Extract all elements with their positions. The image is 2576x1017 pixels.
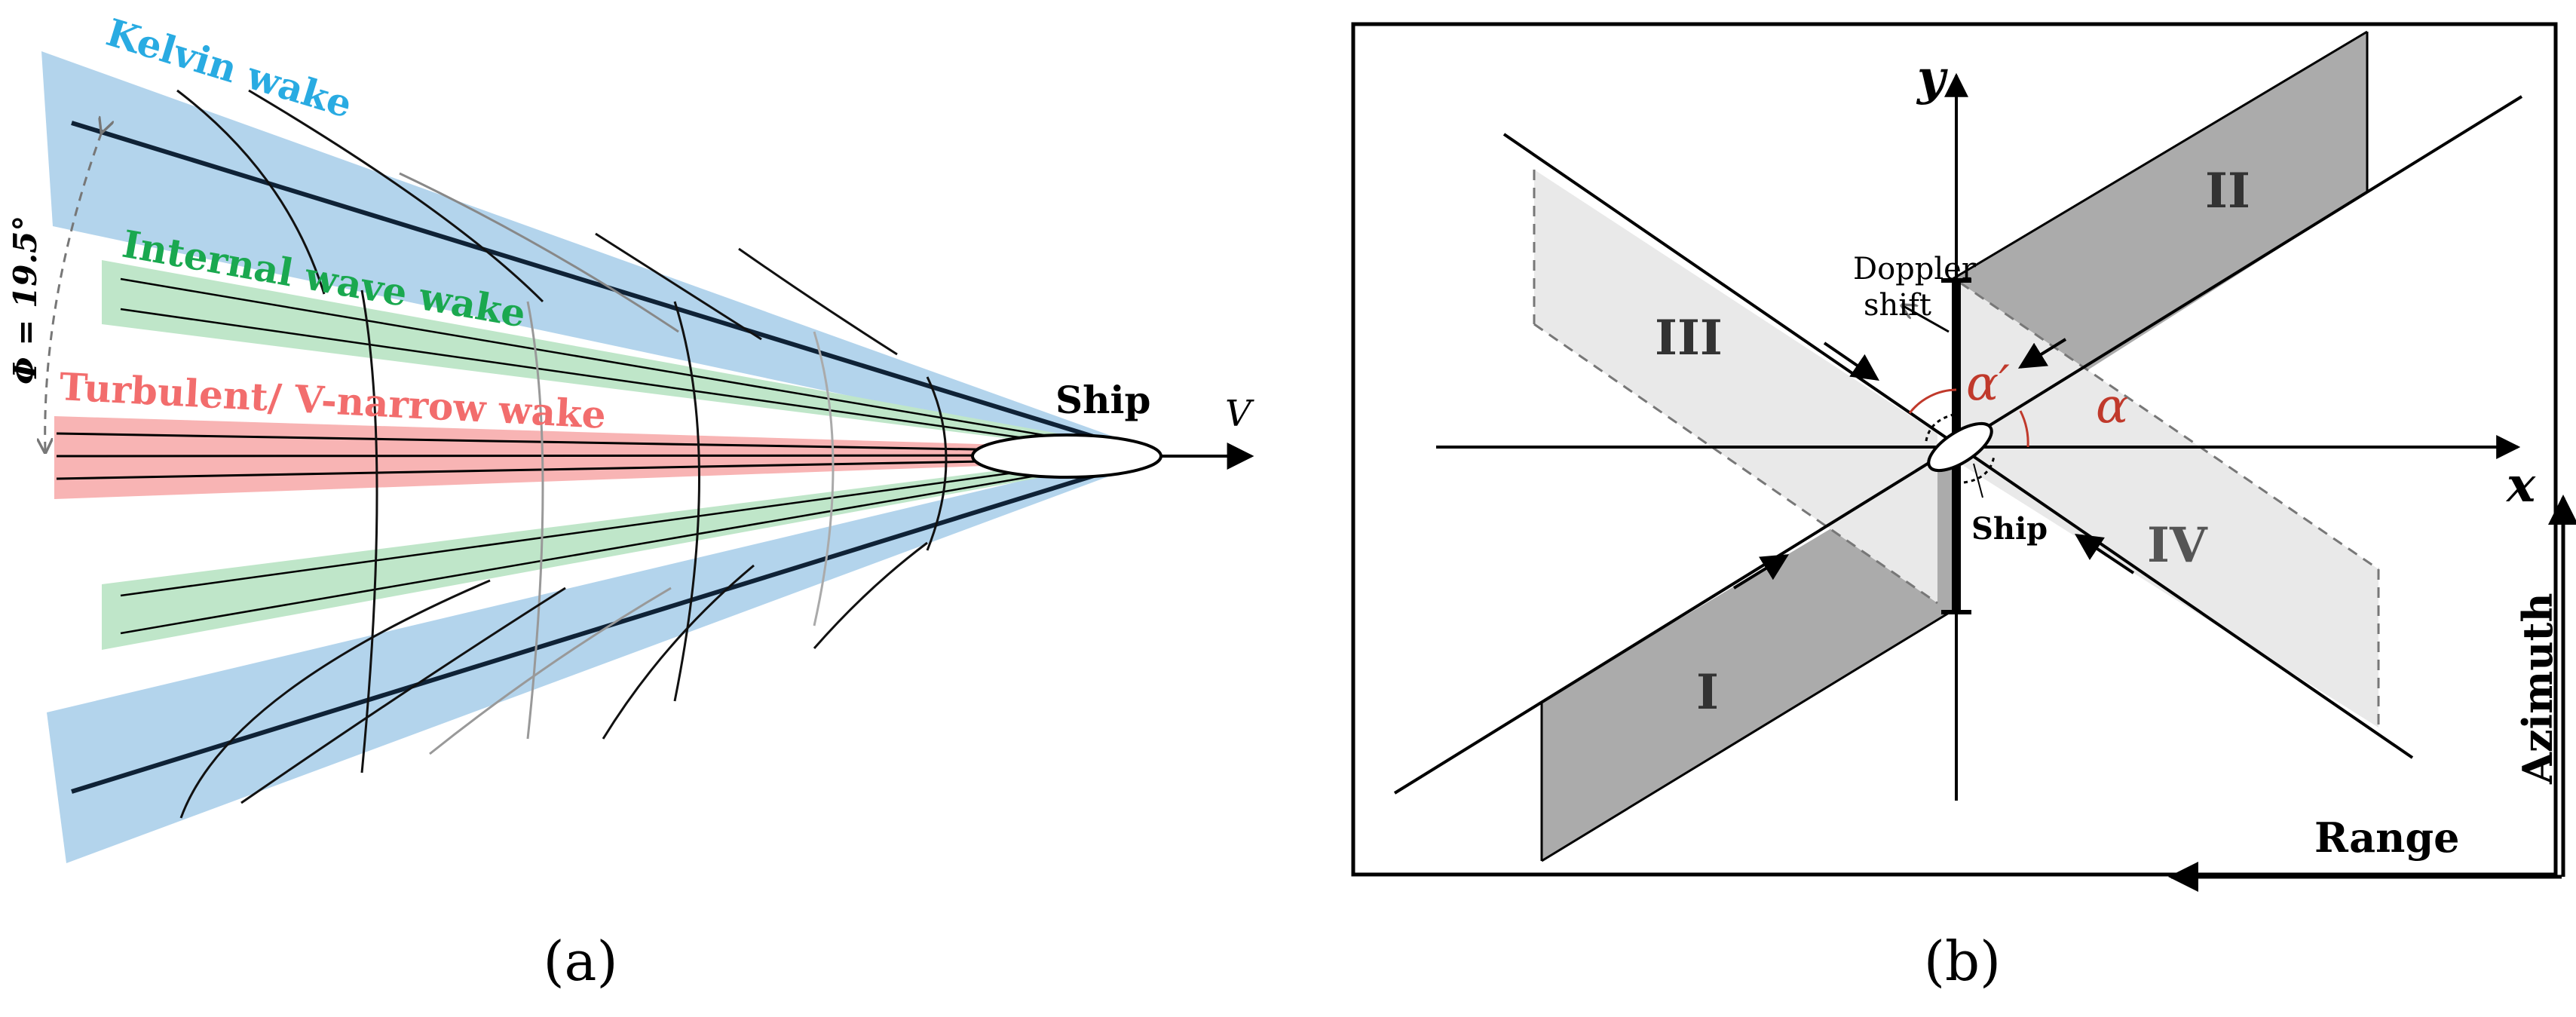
diverging-arc-l2 xyxy=(240,587,566,804)
transverse-arc-2 xyxy=(526,301,544,740)
turbulent-line-2 xyxy=(56,454,1147,458)
wake-arrow-upper-right xyxy=(2017,338,2067,369)
diverging-arc-u1 xyxy=(176,89,326,295)
kelvin-band-lower xyxy=(47,449,1157,863)
region-4-label: IV xyxy=(2147,517,2208,574)
region-1-label: I xyxy=(1696,664,1719,721)
region-1 xyxy=(1542,456,1953,861)
caption-b: (b) xyxy=(1924,930,2001,993)
internal-line-upper-a xyxy=(120,277,1147,454)
diverging-arc-u5 xyxy=(738,247,898,356)
turbulent-line-1 xyxy=(56,432,1147,454)
ship-label-a: Ship xyxy=(1055,378,1150,422)
x-axis-label: x xyxy=(2505,457,2536,513)
region-3-dashed-diag xyxy=(1533,323,1938,605)
transverse-arc-4 xyxy=(813,331,835,626)
ship-dotted-arc xyxy=(1925,412,1996,484)
diverging-arc-l5 xyxy=(813,541,928,649)
phi-angle-arc xyxy=(45,132,102,452)
doppler-pointer xyxy=(1902,305,1950,333)
internal-line-upper-b xyxy=(120,308,1147,457)
diverging-arc-l3 xyxy=(429,587,672,755)
phi-angle-label: Φ = 19.5° xyxy=(7,216,44,384)
turbulent-line-3 xyxy=(56,457,1147,480)
diverging-arc-l1 xyxy=(179,579,491,819)
internal-line-lower-a xyxy=(120,453,1147,597)
transverse-arc-5 xyxy=(926,376,948,551)
region-3 xyxy=(1534,170,1937,603)
wake-arrow-lower-left xyxy=(1732,554,1790,590)
azimuth-label: Azimuth xyxy=(2513,593,2562,785)
frame-b xyxy=(1351,22,2558,877)
doppler-label-line1: Doppler xyxy=(1853,252,1977,286)
y-axis-label: y xyxy=(1916,50,1948,106)
turbulent-band xyxy=(54,416,1153,499)
diverging-arc-l4 xyxy=(602,564,755,740)
alpha-prime-label: α′ xyxy=(1966,356,2010,412)
wake-arrow-lower-right xyxy=(2075,534,2135,574)
doppler-label-line2: shift xyxy=(1864,288,1931,323)
alpha-prime-arc xyxy=(1908,388,1957,414)
alpha-label: α xyxy=(2096,378,2128,434)
panel-a: Kelvin wake Internal wave wake Turbulent… xyxy=(7,10,1254,993)
ship-pointer xyxy=(1973,463,1983,498)
range-label: Range xyxy=(2314,813,2459,862)
velocity-label: V xyxy=(1225,393,1254,435)
diverging-arc-u3 xyxy=(399,172,679,333)
alpha-arc xyxy=(2019,410,2029,448)
panel-b: I II III IV Doppler shift Ship α α′ x y … xyxy=(1351,22,2576,993)
kelvin-line-lower xyxy=(71,454,1158,794)
region-2-label: II xyxy=(2205,163,2250,219)
kelvin-band-upper xyxy=(41,51,1157,461)
diverging-arc-u2 xyxy=(248,89,544,303)
internal-line-lower-b xyxy=(120,455,1147,635)
region-1-bottom-edge xyxy=(1541,609,1953,862)
ship-hull-a xyxy=(971,433,1162,479)
diverging-arc-u4 xyxy=(595,232,762,341)
region-3-label: III xyxy=(1655,310,1723,366)
region-4-dashed-diag xyxy=(1959,281,2379,571)
transverse-arc-3 xyxy=(673,301,700,702)
region-4 xyxy=(1960,283,2378,728)
ship-hull-b xyxy=(1927,421,1993,473)
wake-arrow-upper-left xyxy=(1823,342,1879,381)
transverse-arc-1 xyxy=(360,289,378,773)
region-2-top-edge xyxy=(1952,30,2368,280)
ship-label-b: Ship xyxy=(1971,511,2048,547)
caption-a: (a) xyxy=(543,930,617,993)
